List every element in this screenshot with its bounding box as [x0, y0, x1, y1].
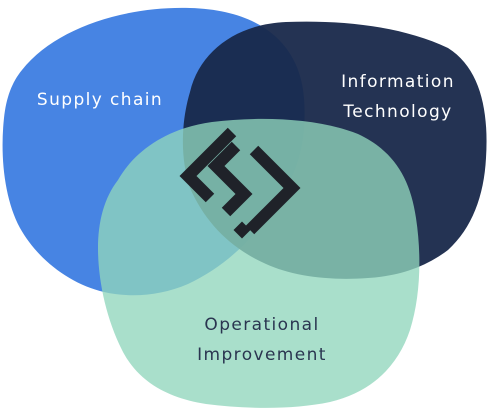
operational-improvement-label-line2: Improvement [197, 345, 327, 365]
logo-right-stroke [245, 145, 301, 235]
interlocking-s-logo-icon [179, 127, 301, 239]
logo-top-left-stroke [179, 127, 237, 203]
information-technology-label-line1: Information [341, 72, 455, 92]
logo-center-zigzag-stroke [207, 141, 253, 217]
supply-chain-label: Supply chain [37, 90, 163, 110]
operational-improvement-circle [98, 118, 420, 408]
information-technology-label-line2: Technology [342, 102, 452, 122]
operational-improvement-label-line1: Operational [204, 315, 319, 335]
logo-bottom-square [233, 221, 251, 239]
